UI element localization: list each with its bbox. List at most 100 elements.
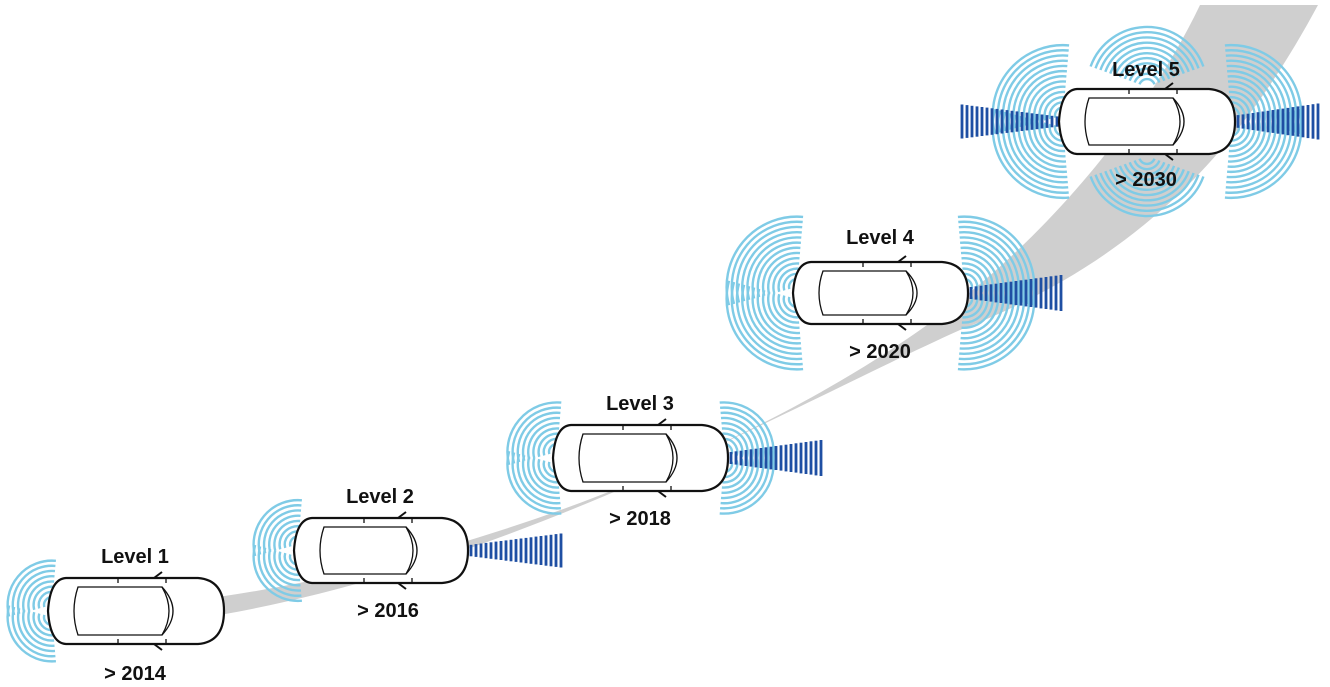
radar-wave-arc bbox=[1227, 118, 1267, 163]
radar-wave-arc bbox=[756, 288, 801, 340]
radar-wave-arc bbox=[521, 454, 561, 500]
level-4-year: > 2020 bbox=[849, 341, 911, 363]
radar-wave-arc bbox=[1133, 72, 1161, 84]
car-mirror bbox=[397, 582, 407, 590]
side-radar-top-5 bbox=[1089, 25, 1205, 85]
car-level-2 bbox=[292, 511, 470, 590]
lidar-beam-bar bbox=[499, 541, 503, 560]
lidar-beam-bar bbox=[975, 106, 979, 137]
radar-wave-arc bbox=[27, 580, 55, 612]
radar-wave-arc bbox=[958, 281, 1031, 366]
lidar-beam-bar bbox=[559, 533, 563, 568]
car-windshield bbox=[161, 586, 174, 636]
radar-wave-arc bbox=[1228, 90, 1256, 122]
radar-wave-arc bbox=[1228, 85, 1261, 124]
lidar-beam-bar bbox=[960, 104, 964, 139]
lidar-beam-bar bbox=[1286, 107, 1290, 136]
radar-wave-arc bbox=[1022, 75, 1067, 126]
radar-wave-arc bbox=[1033, 119, 1066, 158]
radar-wave-arc bbox=[22, 609, 55, 647]
lidar-beam-bar bbox=[1004, 282, 1008, 304]
lidar-beam-bar bbox=[1020, 112, 1024, 131]
car-windshield bbox=[405, 526, 418, 575]
lidar-beam-bar bbox=[965, 105, 969, 138]
car-windshield bbox=[665, 433, 678, 483]
radar-wave-arc bbox=[961, 262, 989, 294]
radar-wave-arc bbox=[1118, 56, 1176, 78]
radar-wave-arc bbox=[720, 416, 760, 462]
radar-wave-arc bbox=[1228, 121, 1256, 153]
radar-wave-arc bbox=[6, 559, 57, 617]
level-2-year: > 2016 bbox=[357, 600, 419, 622]
radar-wave-arc bbox=[511, 406, 562, 464]
radar-wave-arc bbox=[720, 454, 760, 500]
level-1-label: Level 1 bbox=[101, 546, 169, 568]
lidar-beam-bar bbox=[1044, 277, 1048, 309]
radar-wave-arc bbox=[1225, 110, 1298, 194]
lidar-beam-bar bbox=[989, 284, 993, 302]
radar-wave-arc bbox=[521, 416, 561, 462]
lidar-beam-bar bbox=[1306, 105, 1310, 139]
radar-wave-arc bbox=[1128, 67, 1166, 82]
car-body bbox=[791, 260, 970, 326]
radar-wave-arc bbox=[1226, 114, 1282, 179]
radar-wave-arc bbox=[1094, 31, 1200, 69]
radar-wave-arc bbox=[278, 551, 300, 577]
lidar-beam-bar bbox=[1005, 110, 1009, 133]
lidar-beam-bar bbox=[524, 537, 528, 564]
radar-wave-arc bbox=[252, 544, 303, 603]
lidar-beam-bar bbox=[744, 450, 748, 466]
lidar-beam-bar bbox=[1055, 116, 1059, 127]
lidar-beam-bar bbox=[1015, 111, 1019, 132]
radar-wave-arc bbox=[767, 257, 800, 295]
lidar-beam-bar bbox=[1034, 278, 1038, 308]
car-windshield bbox=[905, 270, 918, 316]
radar-wave-arc bbox=[268, 548, 301, 587]
radar-wave-arc bbox=[960, 289, 1000, 335]
radar-wave-arc bbox=[957, 280, 1036, 371]
radar-wave-arc bbox=[1227, 80, 1267, 125]
lidar-beam-bar bbox=[494, 541, 498, 560]
level-1-group: Level 1 > 2014 bbox=[101, 546, 169, 685]
rear-radar-upper-3 bbox=[506, 401, 562, 466]
radar-wave-arc bbox=[32, 611, 54, 637]
lidar-beam-bar bbox=[749, 449, 753, 467]
lidar-beam-bar bbox=[1014, 281, 1018, 305]
radar-wave-arc bbox=[961, 291, 994, 329]
lidar-beam-bar bbox=[1296, 106, 1300, 137]
lidar-beam-bar bbox=[1301, 105, 1305, 138]
radar-wave-arc bbox=[959, 241, 1010, 299]
lidar-beam-bar bbox=[1261, 111, 1265, 132]
lidar-beam-bar bbox=[1045, 115, 1049, 128]
lidar-beam-bar bbox=[979, 285, 983, 301]
lidar-beam-bar bbox=[974, 286, 978, 300]
lidar-beam-bar bbox=[819, 440, 823, 476]
radar-wave-arc bbox=[721, 427, 749, 459]
radar-wave-arc bbox=[532, 427, 560, 459]
lidar-beam-bar bbox=[1010, 110, 1014, 133]
lidar-beam-bar bbox=[534, 536, 538, 565]
radar-wave-arc bbox=[257, 504, 302, 555]
radar-wave-arc bbox=[252, 498, 303, 557]
lidar-beam-bar bbox=[1251, 113, 1255, 131]
lidar-beam-bar bbox=[969, 287, 973, 299]
level-4-group: Level 4 > 2020 bbox=[846, 227, 915, 363]
radar-wave-arc bbox=[1138, 77, 1156, 85]
lidar-beam-bar bbox=[544, 535, 548, 566]
rear-radar-lower-1 bbox=[6, 605, 57, 663]
lidar-beam-bar bbox=[814, 440, 818, 476]
radar-wave-arc bbox=[11, 606, 56, 658]
car-mirror bbox=[153, 643, 163, 651]
car-body bbox=[46, 576, 226, 646]
lidar-beam-bar bbox=[980, 107, 984, 136]
radar-wave-arc bbox=[1089, 176, 1205, 218]
car-body bbox=[551, 423, 730, 493]
car-body bbox=[292, 516, 470, 585]
radar-wave-arc bbox=[761, 251, 801, 297]
radar-wave-arc bbox=[1226, 115, 1277, 174]
radar-wave-arc bbox=[1113, 167, 1181, 192]
radar-wave-arc bbox=[22, 575, 55, 613]
lidar-beam-bar bbox=[970, 105, 974, 138]
lidar-beam-bar bbox=[1035, 113, 1039, 130]
radar-wave-arc bbox=[1033, 85, 1066, 124]
